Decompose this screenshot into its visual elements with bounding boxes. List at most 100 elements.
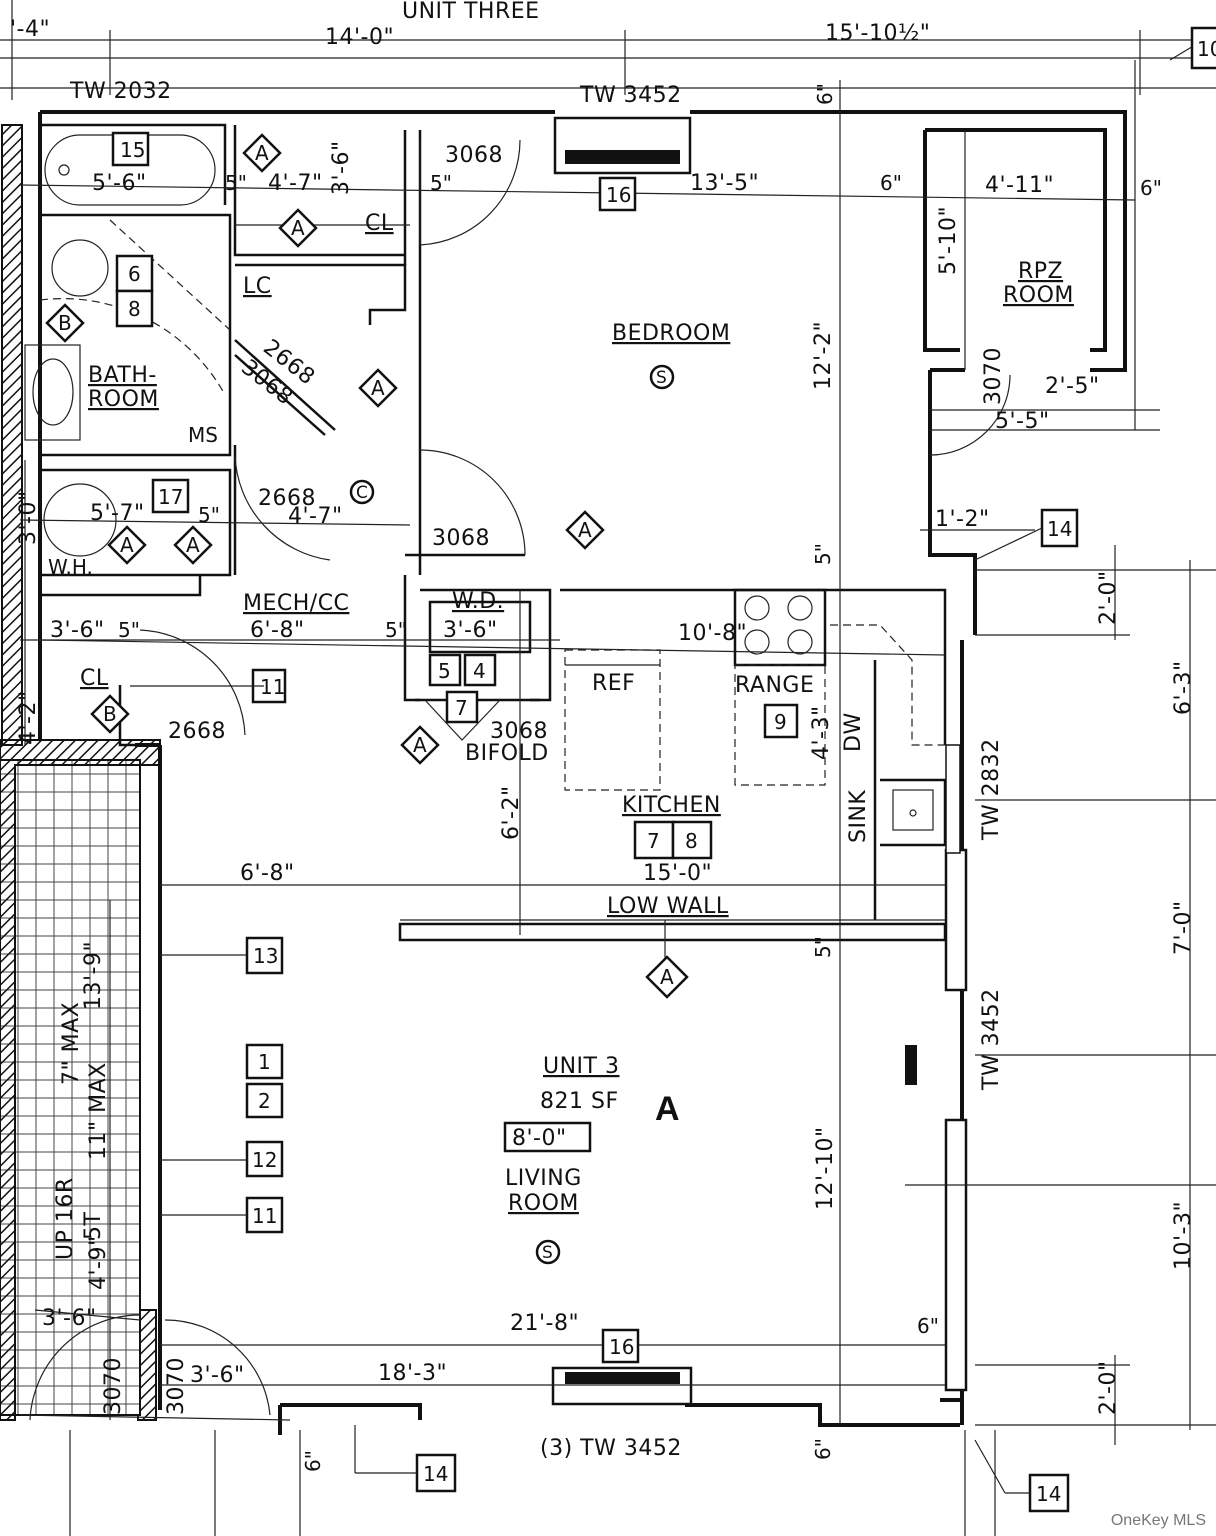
tag-7b: 7 bbox=[647, 829, 660, 853]
dim-kit-depth: 4'-3" bbox=[809, 705, 834, 760]
dim-bot-6b: 6" bbox=[811, 1438, 835, 1460]
fixture-labels: CL LC MS W.H. MECH/CC CL W.D. REF RANGE … bbox=[48, 211, 871, 919]
unit-type: A bbox=[655, 1090, 680, 1128]
dim-rpz-w: 4'-11" bbox=[985, 173, 1054, 198]
tag-corner: 10 bbox=[1197, 37, 1216, 61]
label-mech: MECH/CC bbox=[243, 591, 349, 616]
door-2668-cl: 2668 bbox=[168, 719, 226, 744]
tag-12: 12 bbox=[252, 1148, 277, 1172]
dim-6b: 6" bbox=[1140, 176, 1162, 200]
unit-name: UNIT 3 bbox=[543, 1054, 619, 1079]
sym-a-5: A bbox=[186, 533, 200, 557]
label-range: RANGE bbox=[735, 673, 814, 698]
dim-6c: 6" bbox=[813, 83, 837, 105]
label-wh: W.H. bbox=[48, 555, 93, 579]
tag-4: 4 bbox=[473, 659, 486, 683]
dim-1-2: 1'-2" bbox=[935, 507, 990, 532]
tag-5: 5 bbox=[438, 659, 451, 683]
exterior-walls bbox=[1, 110, 1127, 1435]
room-rpz-2: ROOM bbox=[1003, 283, 1074, 308]
tag-11b: 11 bbox=[252, 1204, 277, 1228]
sym-a-8: A bbox=[660, 965, 674, 989]
tag-16b: 16 bbox=[609, 1335, 634, 1359]
dim-kit-w: 10'-8" bbox=[678, 621, 747, 646]
sym-c: C bbox=[356, 483, 368, 503]
tag-1: 1 bbox=[258, 1050, 271, 1074]
dim-stair-h: 13'-9" bbox=[81, 941, 106, 1010]
dim-6-8a: 6'-8" bbox=[250, 618, 305, 643]
label-ms: MS bbox=[188, 423, 218, 447]
sym-a-1: A bbox=[255, 141, 269, 165]
label-cl-bottom: CL bbox=[80, 666, 109, 691]
stair-st: 5T bbox=[81, 1212, 106, 1240]
dim-top-edge: '-4" bbox=[10, 17, 50, 42]
window-tw2032: TW 2032 bbox=[69, 79, 172, 104]
ceiling-box bbox=[503, 1121, 592, 1153]
tag-2: 2 bbox=[258, 1089, 271, 1113]
dim-cl-w: 4'-7" bbox=[268, 171, 323, 196]
dim-live-w: 21'-8" bbox=[510, 1311, 579, 1336]
dim-4-2: 4'-2" bbox=[16, 690, 41, 745]
room-kitchen: KITCHEN bbox=[622, 793, 721, 818]
dim-bed-w: 13'-5" bbox=[690, 171, 759, 196]
dim-mech-w: 5'-7" bbox=[90, 501, 145, 526]
label-lc: LC bbox=[243, 274, 272, 299]
sym-a-2: A bbox=[291, 216, 305, 240]
door-swings bbox=[29, 139, 1011, 1421]
dim-kit-h: 6'-2" bbox=[499, 785, 524, 840]
room-bedroom: BEDROOM bbox=[612, 321, 730, 346]
dim-wd-w: 3'-6" bbox=[443, 618, 498, 643]
dim-5-left: 5" bbox=[385, 618, 407, 642]
key-tags: 15 16 6 8 17 5 4 7 9 7 8 11 13 1 2 12 11… bbox=[111, 131, 1079, 1513]
door-3068-top: 3068 bbox=[445, 143, 503, 168]
room-living-1: LIVING bbox=[505, 1166, 582, 1191]
room-labels: BEDROOM BATH- ROOM RPZ ROOM KITCHEN UNIT… bbox=[88, 259, 1074, 1216]
bottom-labels: (3) TW 3452 bbox=[69, 1430, 681, 1536]
dim-right-5: 2'-0" bbox=[1096, 1360, 1121, 1415]
label-sink: SINK bbox=[846, 790, 871, 843]
ceiling-height: 8'-0" bbox=[512, 1126, 567, 1151]
tag-6: 6 bbox=[128, 262, 141, 286]
unit-title: UNIT THREE bbox=[402, 0, 540, 24]
dim-kit-len: 15'-0" bbox=[643, 861, 712, 886]
door-3070-c: 3070 bbox=[981, 347, 1006, 405]
label-low-wall: LOW WALL bbox=[607, 894, 729, 919]
interior-dim-lines bbox=[19, 80, 1160, 1425]
dim-right-1: 2'-0" bbox=[1096, 570, 1121, 625]
dim-5c: 5" bbox=[198, 503, 220, 527]
dim-bot-w: 18'-3" bbox=[378, 1361, 447, 1386]
dim-top-left: 14'-0" bbox=[325, 25, 394, 50]
sym-a-3: A bbox=[371, 376, 385, 400]
watermark: OneKey MLS bbox=[1110, 1512, 1206, 1529]
door-3068-mid: 3068 bbox=[432, 526, 490, 551]
dim-5-kitchen: 5" bbox=[811, 543, 835, 565]
sym-b-1: B bbox=[58, 311, 72, 335]
room-bath-1: BATH- bbox=[88, 363, 157, 388]
tag-14c: 14 bbox=[1036, 1482, 1061, 1506]
room-bath-2: ROOM bbox=[88, 387, 159, 412]
unit-area: 821 SF bbox=[540, 1089, 619, 1114]
sym-a-7: A bbox=[413, 733, 427, 757]
symbols: A A A B A A A B A A S C S bbox=[45, 133, 689, 1265]
room-rpz-1: RPZ bbox=[1018, 259, 1063, 284]
dim-5b: 5" bbox=[430, 171, 452, 195]
dim-live-h: 12'-10" bbox=[813, 1126, 838, 1210]
tag-7: 7 bbox=[455, 696, 468, 720]
label-ref: REF bbox=[592, 671, 635, 696]
dim-4-7: 4'-7" bbox=[288, 504, 343, 529]
dim-6a: 6" bbox=[880, 171, 902, 195]
tag-8b: 8 bbox=[685, 829, 698, 853]
tag-8: 8 bbox=[128, 297, 141, 321]
sym-s-1: S bbox=[656, 368, 667, 388]
tag-11a: 11 bbox=[260, 675, 285, 699]
dim-5e: 5" bbox=[811, 936, 835, 958]
sym-b-2: B bbox=[103, 702, 117, 726]
dim-stair-l: 3'-6" bbox=[42, 1306, 97, 1331]
right-dimensions: 2'-0" 6'-3" 7'-0" 10'-3" 2'-0" TW 2832 T… bbox=[905, 60, 1216, 1536]
label-bifold: BIFOLD bbox=[465, 741, 549, 766]
sym-s-2: S bbox=[542, 1243, 553, 1263]
window-tw2832: TW 2832 bbox=[979, 738, 1004, 841]
window-tw3452-top: TW 3452 bbox=[579, 83, 682, 108]
dim-3-6b: 3'-6" bbox=[50, 618, 105, 643]
dim-3-6c: 3'-6" bbox=[190, 1363, 245, 1388]
